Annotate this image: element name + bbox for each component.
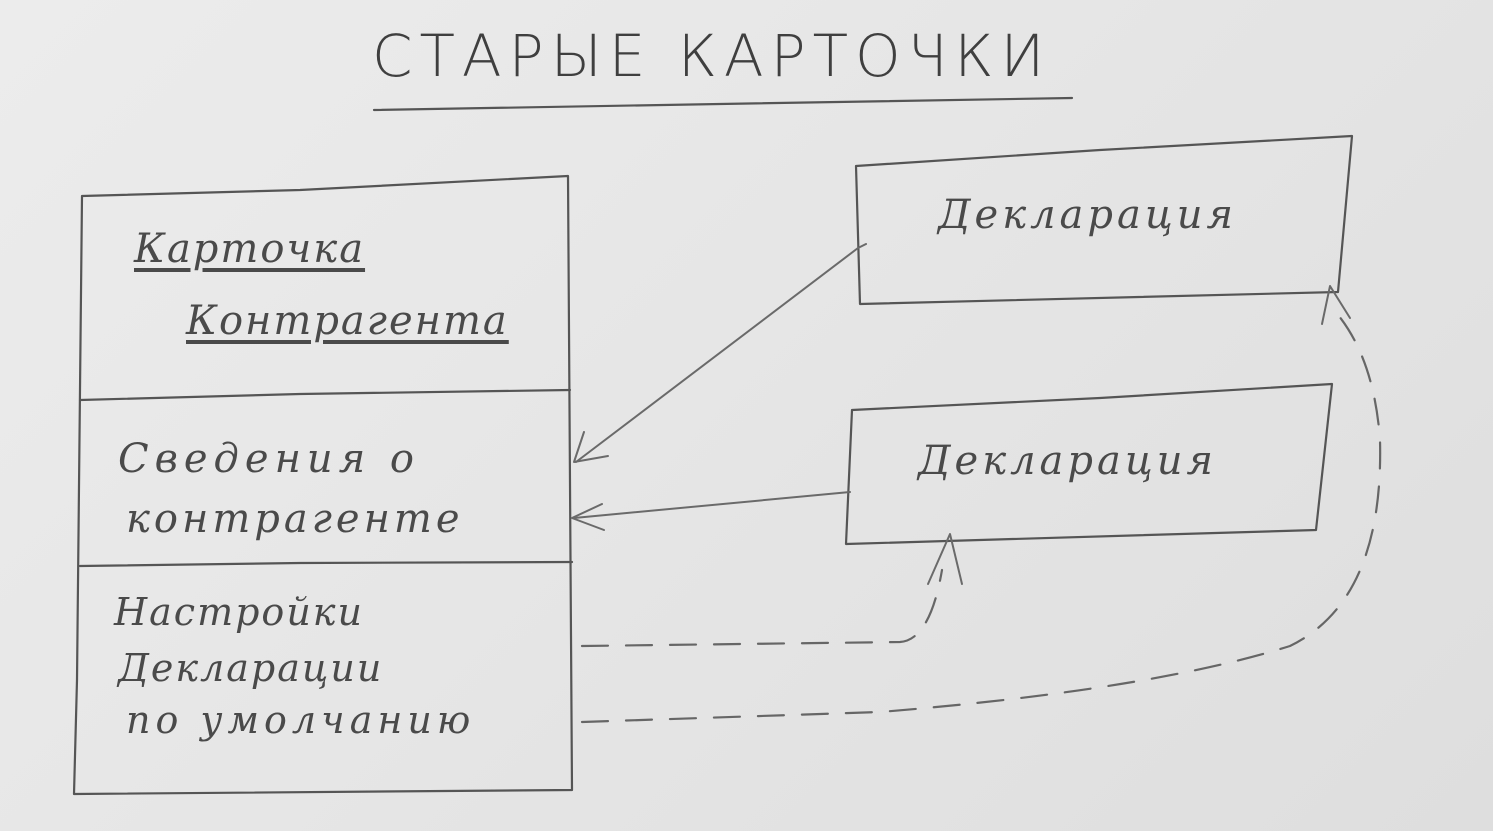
title-underline <box>372 96 1074 112</box>
arrow-bottom-to-info-head <box>571 503 605 531</box>
card-defaults-line3: по умолчанию <box>126 698 476 742</box>
dashed-defaults-to-bottom-head <box>927 533 963 585</box>
page-title: СТАРЫЕ КАРТОЧКИ <box>372 22 1052 90</box>
card-divider-2 <box>78 560 574 568</box>
card-name-line1: Карточка <box>134 226 366 272</box>
card-defaults-line2: Декларации <box>118 646 384 690</box>
card-info-line2: контрагенте <box>126 496 464 542</box>
card-defaults-line1: Настройки <box>114 590 364 634</box>
declaration-bottom-outline <box>844 382 1334 546</box>
arrow-top-to-info-head <box>573 431 609 463</box>
declaration-top-outline <box>854 134 1354 306</box>
card-name-line2: Контрагента <box>186 298 509 344</box>
counterparty-card-outline <box>72 174 574 796</box>
card-info-line1: Сведения о <box>118 436 420 482</box>
dashed-defaults-to-top-head <box>1321 285 1351 325</box>
declaration-bottom-label: Декларация <box>918 438 1218 484</box>
arrow-bottom-to-info <box>573 491 851 519</box>
arrow-top-to-info <box>575 243 867 463</box>
dashed-defaults-to-bottom <box>580 568 944 648</box>
dashed-defaults-to-top <box>580 308 1382 724</box>
card-divider-1 <box>78 388 572 402</box>
declaration-top-label: Декларация <box>938 192 1238 238</box>
